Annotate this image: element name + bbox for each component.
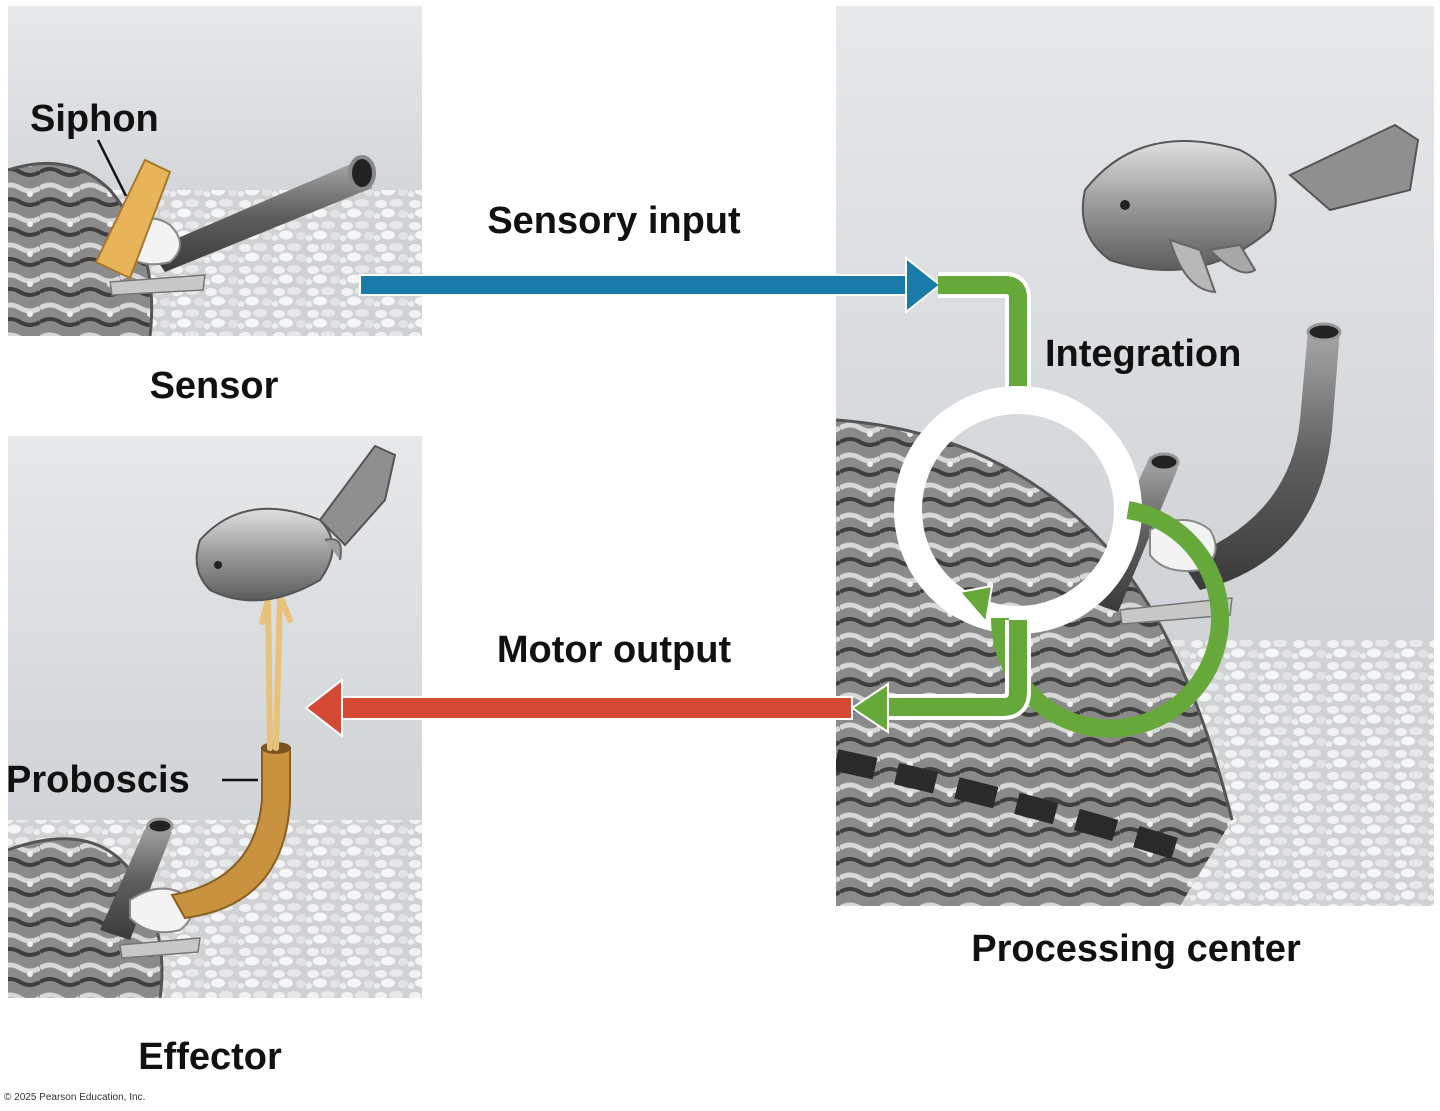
- siphon-label: Siphon: [30, 98, 159, 140]
- integration-path: [850, 272, 1229, 738]
- proboscis-label: Proboscis: [6, 759, 190, 801]
- siphon-structure: [94, 158, 172, 280]
- siphon-leader-line: [96, 139, 128, 197]
- motor-output-label: Motor output: [497, 629, 732, 671]
- effector-fish: [195, 444, 397, 602]
- proboscis-structure: [170, 747, 291, 920]
- processing-proboscis: [1180, 330, 1340, 590]
- sensory-input-arrow: [359, 255, 942, 315]
- processing-center-label: Processing center: [971, 928, 1301, 970]
- motor-output-arrow: [304, 677, 853, 739]
- sensory-input-label: Sensory input: [487, 200, 741, 242]
- snail-tube: [150, 160, 372, 272]
- sensor-panel: [8, 6, 422, 336]
- copyright-notice: © 2025 Pearson Education, Inc.: [4, 1092, 145, 1103]
- effector-label: Effector: [138, 1036, 282, 1078]
- processing-fish: [1081, 123, 1420, 294]
- integration-label: Integration: [1045, 333, 1241, 375]
- sensor-label: Sensor: [150, 365, 279, 407]
